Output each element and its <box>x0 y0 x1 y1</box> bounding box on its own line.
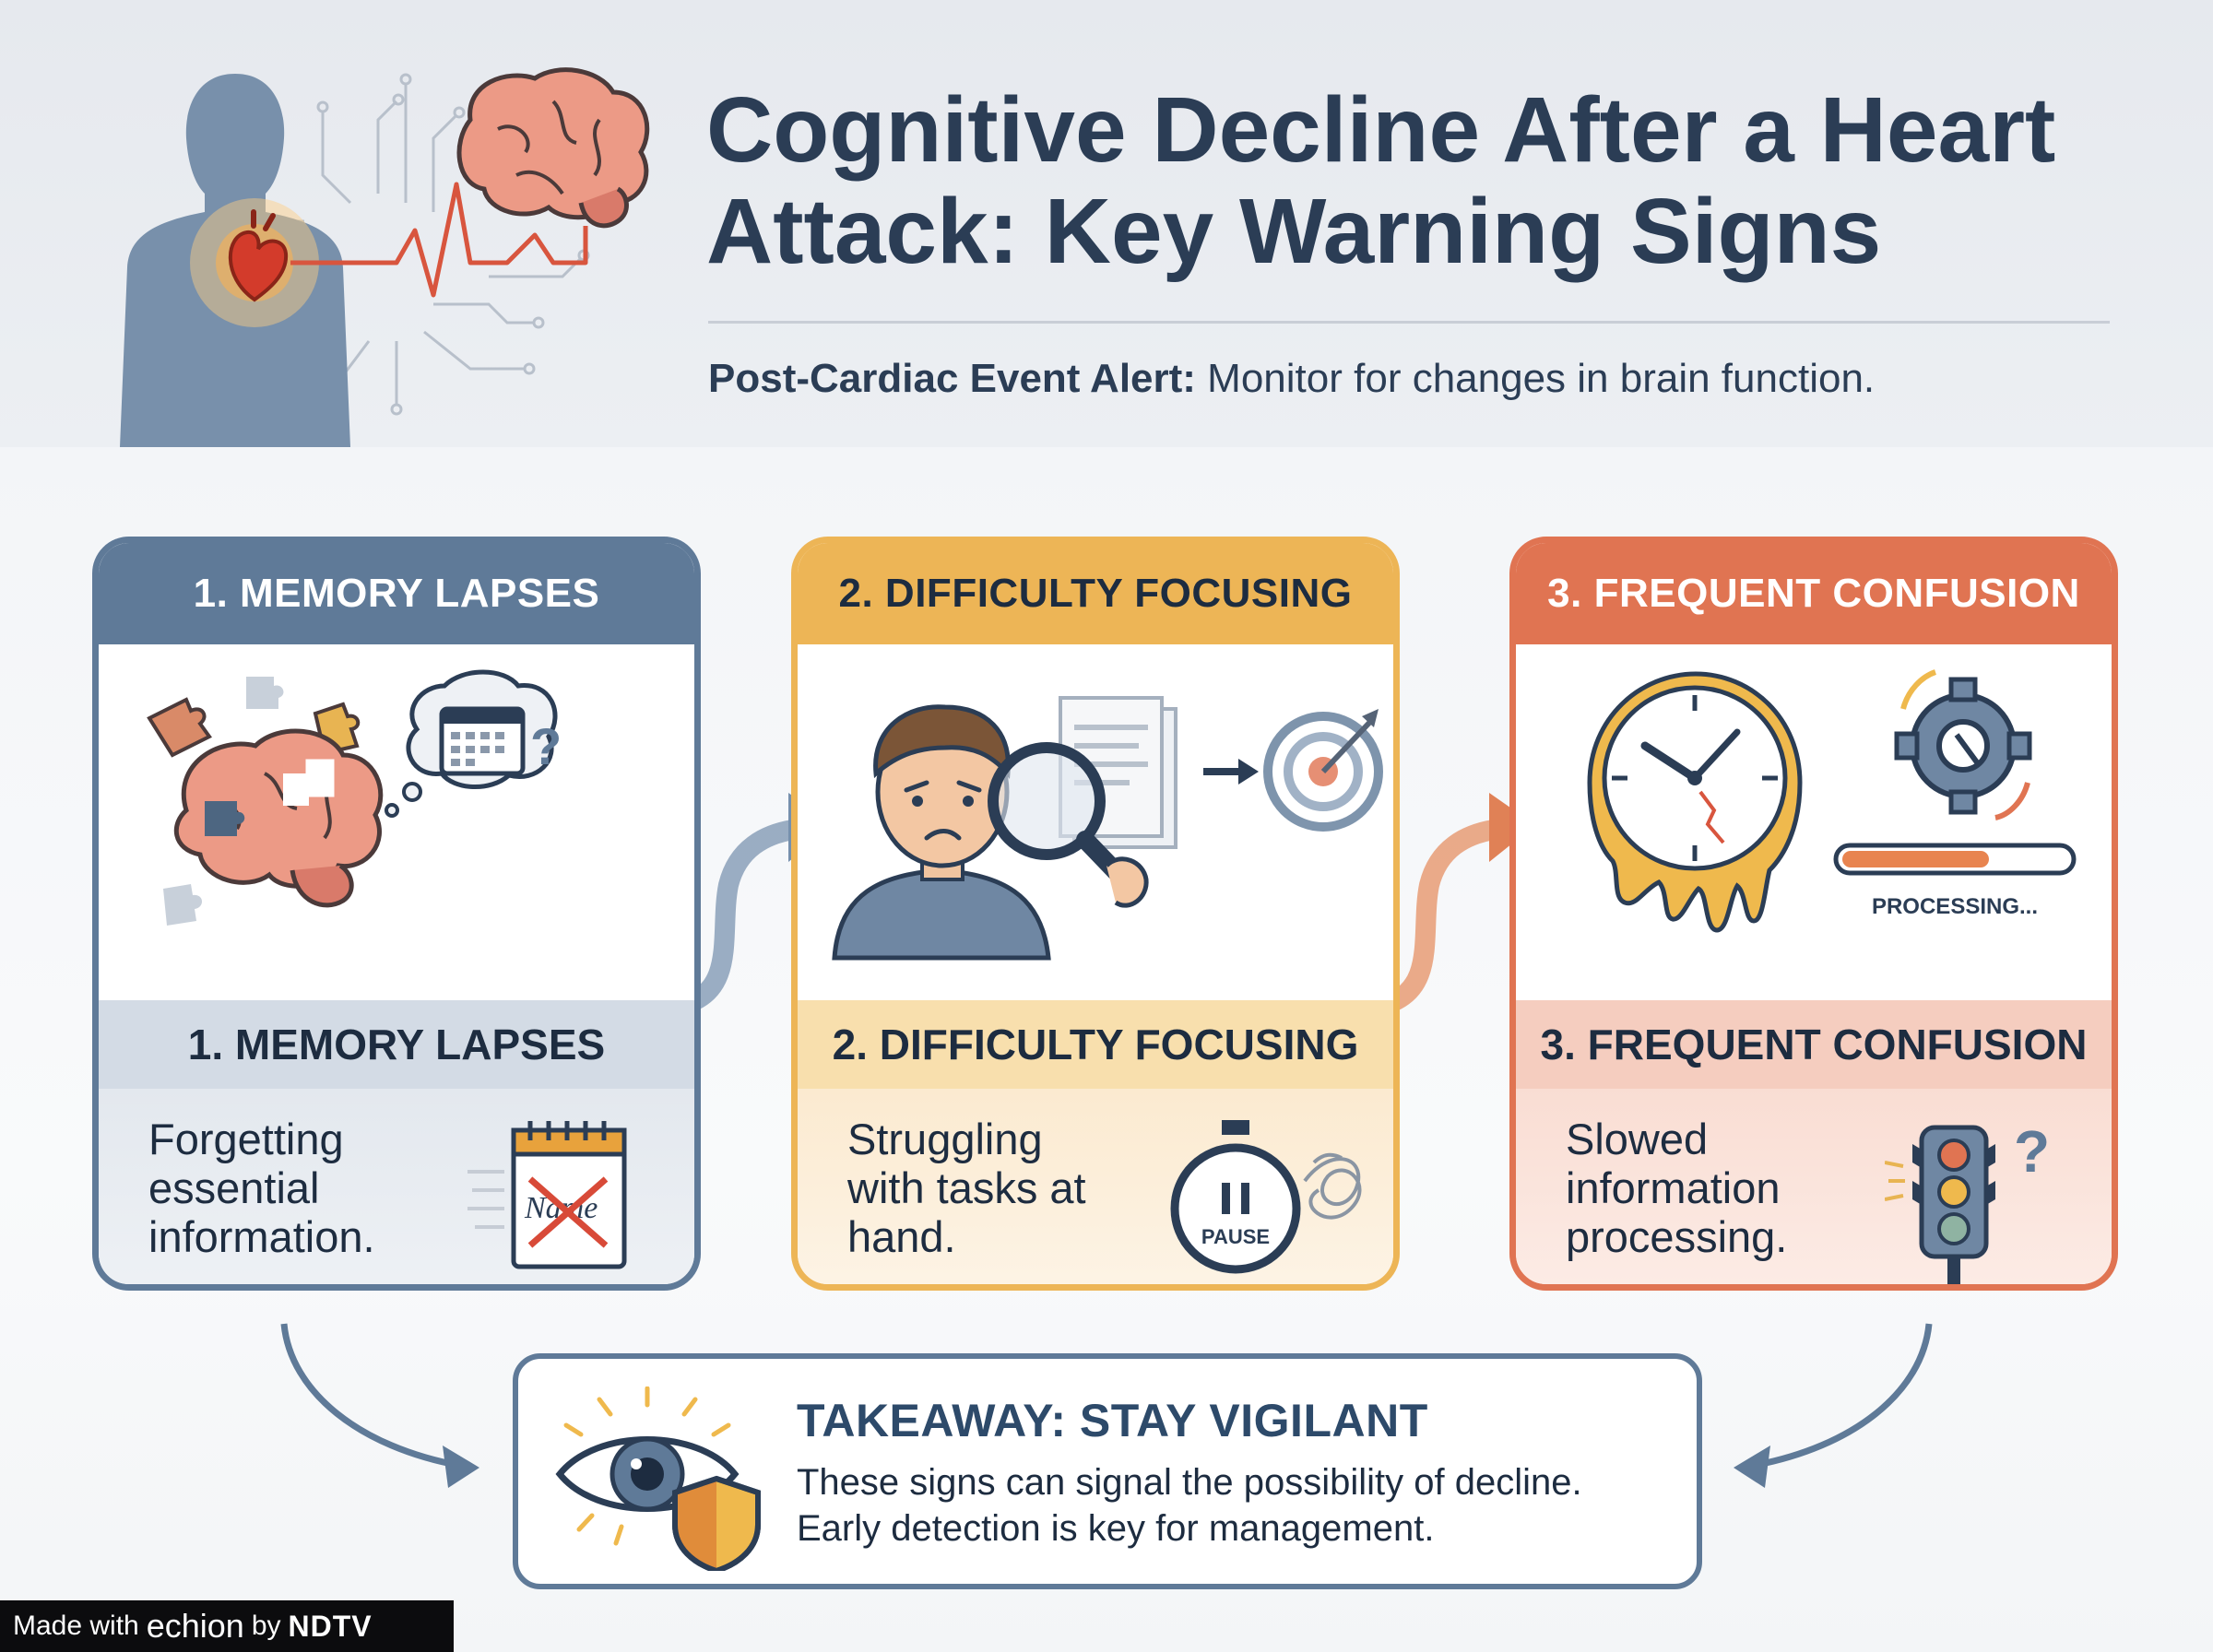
card-frequent-confusion: 3. FREQUENT CONFUSION PROCESSING. <box>1509 537 2118 1291</box>
notepad-icon: Name <box>467 1121 627 1269</box>
target-icon <box>1263 709 1383 832</box>
brain-icon <box>456 67 650 229</box>
worried-person-icon <box>832 704 1051 961</box>
puzzle-piece-icon <box>163 884 203 926</box>
subtitle: Post-Cardiac Event Alert: Monitor for ch… <box>708 356 1875 402</box>
brain-icon <box>173 728 384 908</box>
description-text: Forgetting essential information. <box>148 1115 375 1261</box>
puzzle-piece-icon <box>246 677 284 709</box>
description-text: Slowed information processing. <box>1566 1115 1788 1261</box>
heartbeat-line-icon <box>290 182 588 298</box>
melting-clock-icon <box>1587 671 1803 933</box>
flow-arrow-icon <box>1734 1323 1933 1488</box>
footer-credit[interactable]: Made with echion by NDTV <box>0 1600 454 1652</box>
heart-icon <box>228 230 289 302</box>
card-header: 2. DIFFICULTY FOCUSING <box>798 543 1393 644</box>
heart-brain-illustration <box>120 67 650 447</box>
flow-arrow-icon <box>280 1323 479 1488</box>
memory-illustration: ? <box>147 669 562 926</box>
card-difficulty-focusing: 2. DIFFICULTY FOCUSING <box>791 537 1400 1291</box>
puzzle-piece-icon <box>147 697 212 758</box>
subtitle-bold: Post-Cardiac Event Alert: <box>708 356 1196 401</box>
footer-brand: echion <box>146 1607 244 1645</box>
header-banner <box>0 0 2213 447</box>
gear-icon <box>1894 669 2032 820</box>
title-line-1: Cognitive Decline After a Heart <box>706 78 2056 182</box>
traffic-light-icon: ? <box>1885 1118 2050 1284</box>
title-divider <box>708 321 2110 324</box>
footer-company: NDTV <box>288 1609 373 1643</box>
footer-made-with: Made with <box>13 1611 139 1641</box>
footer-by: by <box>251 1611 281 1641</box>
timer-label: PAUSE <box>1201 1225 1270 1248</box>
stopwatch-icon: PAUSE <box>1170 1120 1362 1274</box>
page-title: Cognitive Decline After a Heart Attack: … <box>706 79 2182 282</box>
card-header: 1. MEMORY LAPSES <box>99 543 694 644</box>
card-description: Struggling with tasks at hand. PAUSE <box>798 1089 1393 1284</box>
takeaway-line-1: These signs can signal the possibility o… <box>797 1462 1582 1503</box>
card-label-band: 1. MEMORY LAPSES <box>99 1000 694 1089</box>
eye-shield-icon <box>555 1386 761 1571</box>
focusing-illustration <box>832 696 1383 961</box>
card-label-band: 2. DIFFICULTY FOCUSING <box>798 1000 1393 1089</box>
card-description: Slowed information processing. ? <box>1516 1089 2112 1284</box>
card-header: 3. FREQUENT CONFUSION <box>1516 543 2112 644</box>
takeaway-box: TAKEAWAY: STAY VIGILANT These signs can … <box>513 1353 1702 1589</box>
progress-bar <box>1833 843 2077 876</box>
question-mark-icon: ? <box>2014 1118 2050 1185</box>
card-description: Forgetting essential information. Name <box>99 1089 694 1284</box>
subtitle-text: Monitor for changes in brain function. <box>1195 356 1876 401</box>
takeaway-title: TAKEAWAY: STAY VIGILANT <box>797 1395 1428 1446</box>
arrow-right-icon <box>1203 759 1259 785</box>
magnifying-glass-icon <box>988 742 1149 908</box>
takeaway-line-2: Early detection is key for management. <box>797 1508 1435 1549</box>
calendar-icon <box>439 706 526 776</box>
question-mark-icon: ? <box>530 717 562 775</box>
shield-icon <box>672 1475 761 1571</box>
title-line-2: Attack: Key Warning Signs <box>706 180 1882 283</box>
confusion-illustration: PROCESSING... <box>1587 669 2077 933</box>
description-text: Struggling with tasks at hand. <box>847 1115 1086 1261</box>
card-memory-lapses: 1. MEMORY LAPSES ? 1. MEMORY LAPSES Forg <box>92 537 701 1291</box>
tangled-scribble-icon <box>1303 1152 1362 1220</box>
card-label-band: 3. FREQUENT CONFUSION <box>1516 1000 2112 1089</box>
progress-label: PROCESSING... <box>1872 894 2038 919</box>
